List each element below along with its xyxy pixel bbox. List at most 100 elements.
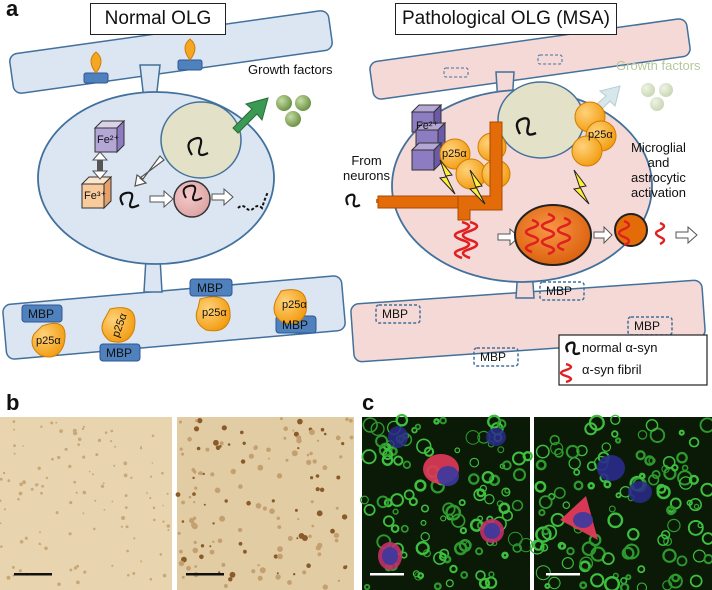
stain-dot [231,469,236,474]
stain-dot [22,480,26,484]
stain-dot [0,545,3,548]
stain-dot [295,509,298,512]
stain-dot [238,484,243,489]
stain-dot [225,499,228,502]
panel-letter-c: c [362,390,374,416]
stain-dot [228,577,232,581]
stain-dot [249,454,254,459]
p25a-label: p25α [282,298,307,313]
stain-dot [212,541,214,543]
stain-dot [228,443,231,446]
stain-dot [222,425,227,430]
stain-dot [179,421,182,424]
stain-dot [163,574,167,578]
stain-dot [338,580,340,582]
stain-dot [194,426,199,431]
stain-dot [104,509,106,511]
stain-dot [167,493,169,495]
stain-dot [162,520,164,522]
stain-dot [19,569,22,572]
stain-dot [73,429,77,433]
micrograph-b-right [177,417,354,590]
stain-dot [101,485,104,488]
stain-dot [277,546,283,552]
stain-dot [195,419,198,422]
stain-dot [140,560,142,562]
stain-dot [76,492,78,494]
stain-dot [203,473,205,475]
stain-dot [253,446,257,450]
stain-dot [277,525,281,529]
p25a-label: p25α [588,128,613,143]
stain-dot [140,447,142,449]
stain-dot [149,497,151,499]
stain-dot [105,431,108,434]
stain-dot [98,439,101,442]
p25a-label: p25α [442,147,467,162]
stain-dot [37,484,39,486]
stain-dot [83,512,85,514]
stain-dot [343,566,347,570]
p25a-label: p25α [36,334,61,349]
mbp-label: MBP [106,346,132,361]
stain-dot [342,514,347,519]
stain-dot [316,487,320,491]
panel-b-micrographs [0,417,354,590]
stain-dot [186,566,191,571]
stain-dot [17,498,20,501]
growth-factor-icon [285,111,301,127]
stain-dot [125,506,128,509]
stain-dot [77,443,80,446]
fe3-label: Fe³⁺ [84,189,106,204]
stain-dot [95,453,98,456]
stain-dot [50,422,53,425]
stain-dot [4,508,6,510]
legend-fibril-label: α-syn fibril [582,362,642,377]
stain-dot [73,481,76,484]
stain-dot [160,553,163,556]
stain-dot [197,447,201,451]
stain-dot [213,440,219,446]
stain-dot [321,428,325,432]
stain-dot [82,456,85,459]
stain-dot [230,572,236,578]
stain-dot [133,537,135,539]
stain-dot [14,453,16,455]
stain-dot [57,456,60,459]
stain-dot [345,418,349,422]
stain-dot [269,508,275,514]
scale-bar [186,573,224,576]
stain-dot [7,479,10,482]
stain-dot [341,442,344,445]
growth-factor-icon [276,95,292,111]
stain-dot [218,539,223,544]
mbp-label: MBP [28,307,54,322]
stain-dot [69,501,72,504]
stain-dot [311,500,314,503]
stain-dot [292,430,294,432]
stain-dot [161,472,164,475]
stain-dot [241,459,245,463]
stain-dot [167,529,169,531]
stain-dot [297,447,299,449]
stain-dot [181,453,184,456]
stain-dot [266,448,271,453]
stain-dot [197,418,202,423]
stain-dot [194,565,197,568]
stain-dot [309,429,315,435]
stain-dot [201,544,204,547]
stain-dot [209,545,211,547]
mbp-label: MBP [197,281,223,296]
stain-dot [150,578,153,581]
stain-dot [39,531,41,533]
stain-dot [318,552,322,556]
stain-dot [293,573,295,575]
stain-dot [126,550,129,553]
stain-dot [180,448,183,451]
stain-dot [193,470,196,473]
stain-dot [191,522,196,527]
stain-dot [56,511,59,514]
stain-dot [179,561,185,567]
stain-dot [317,510,323,516]
stain-dot [334,533,339,538]
